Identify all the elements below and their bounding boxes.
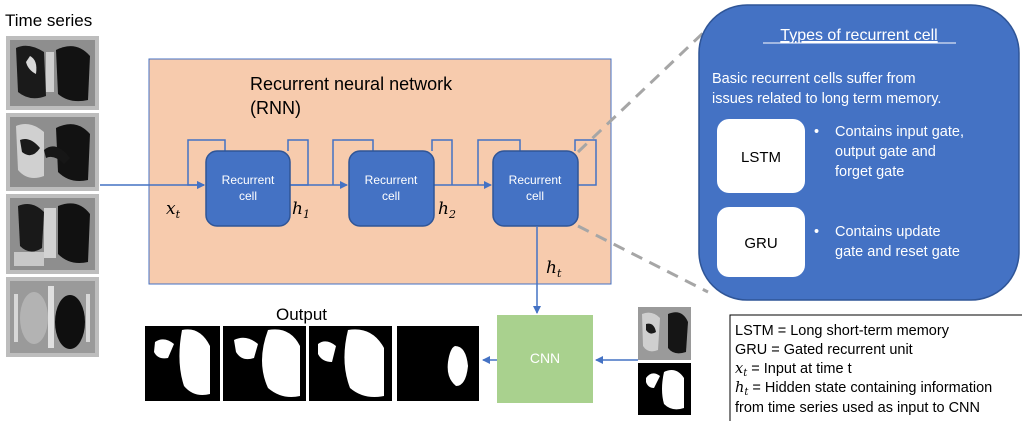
output-mask-2 [223,326,306,401]
cell-1-label-line1: Recurrent [222,173,275,187]
lstm-desc-line3: forget gate [835,164,904,180]
cell-2-label-line1: Recurrent [365,173,418,187]
time-series-title: Time series [5,11,92,30]
cnn-box [497,315,593,403]
cell-1-label-line2: cell [239,189,257,203]
callout-connector-bottom [577,224,709,294]
cell-3-label-line2: cell [526,189,544,203]
feedback-loop-2b [431,139,453,185]
gru-desc-line1: Contains update [835,224,941,240]
lstm-box [717,119,805,193]
feedback-loop-2 [332,139,374,185]
legend-gru: GRU = Gated recurrent unit [735,342,913,358]
legend-xt: xt = Input at time t [735,361,852,379]
output-mask-4 [397,326,479,401]
gru-box [717,207,805,277]
output-title: Output [276,305,327,324]
gru-bullet: • [814,224,819,240]
ct-frame-4 [6,277,99,357]
rnn-title-line1: Recurrent neural network [250,74,453,94]
rnn-title-line2: (RNN) [250,98,301,118]
ct-frame-3 [6,194,99,274]
gru-box-label: GRU [744,235,777,252]
output-label-ht: ht [546,258,562,280]
gru-desc-line2: gate and reset gate [835,244,960,260]
cnn-label: CNN [530,350,560,366]
output-mask-3 [309,326,392,401]
cnn-input-ct-image [638,307,691,360]
ct-frame-1 [6,36,99,110]
feedback-loop-3b [574,139,597,186]
callout-intro-line1: Basic recurrent cells suffer from [712,71,916,87]
recurrent-cell-3: Recurrent cell [492,150,579,227]
legend-lstm: LSTM = Long short-term memory [735,323,950,339]
cell-3-label-line1: Recurrent [509,173,562,187]
hidden-label-h1: h1 [292,199,310,221]
lstm-desc-line1: Contains input gate, [835,124,964,140]
recurrent-cell-2: Recurrent cell [348,150,435,227]
feedback-loop-3 [477,139,521,185]
legend-box [729,314,1022,421]
lstm-box-label: LSTM [741,149,781,166]
output-mask-1 [145,326,220,401]
callout-connector-top [576,31,705,154]
legend-ht: ht = Hidden state containing information [735,380,992,398]
lstm-desc-line2: output gate and [835,144,936,160]
input-label-xt: xt [166,199,181,221]
ct-frame-2 [6,113,99,191]
lstm-bullet: • [814,124,819,140]
legend-ht-cont: from time series used as input to CNN [735,400,980,416]
cnn-input-mask-image [638,363,691,415]
hidden-label-h2: h2 [438,199,456,221]
recurrent-cell-1: Recurrent cell [205,150,291,227]
cell-2-label-line2: cell [382,189,400,203]
callout-title: Types of recurrent cell [780,27,937,44]
callout-intro-line2: issues related to long term memory. [712,91,941,107]
